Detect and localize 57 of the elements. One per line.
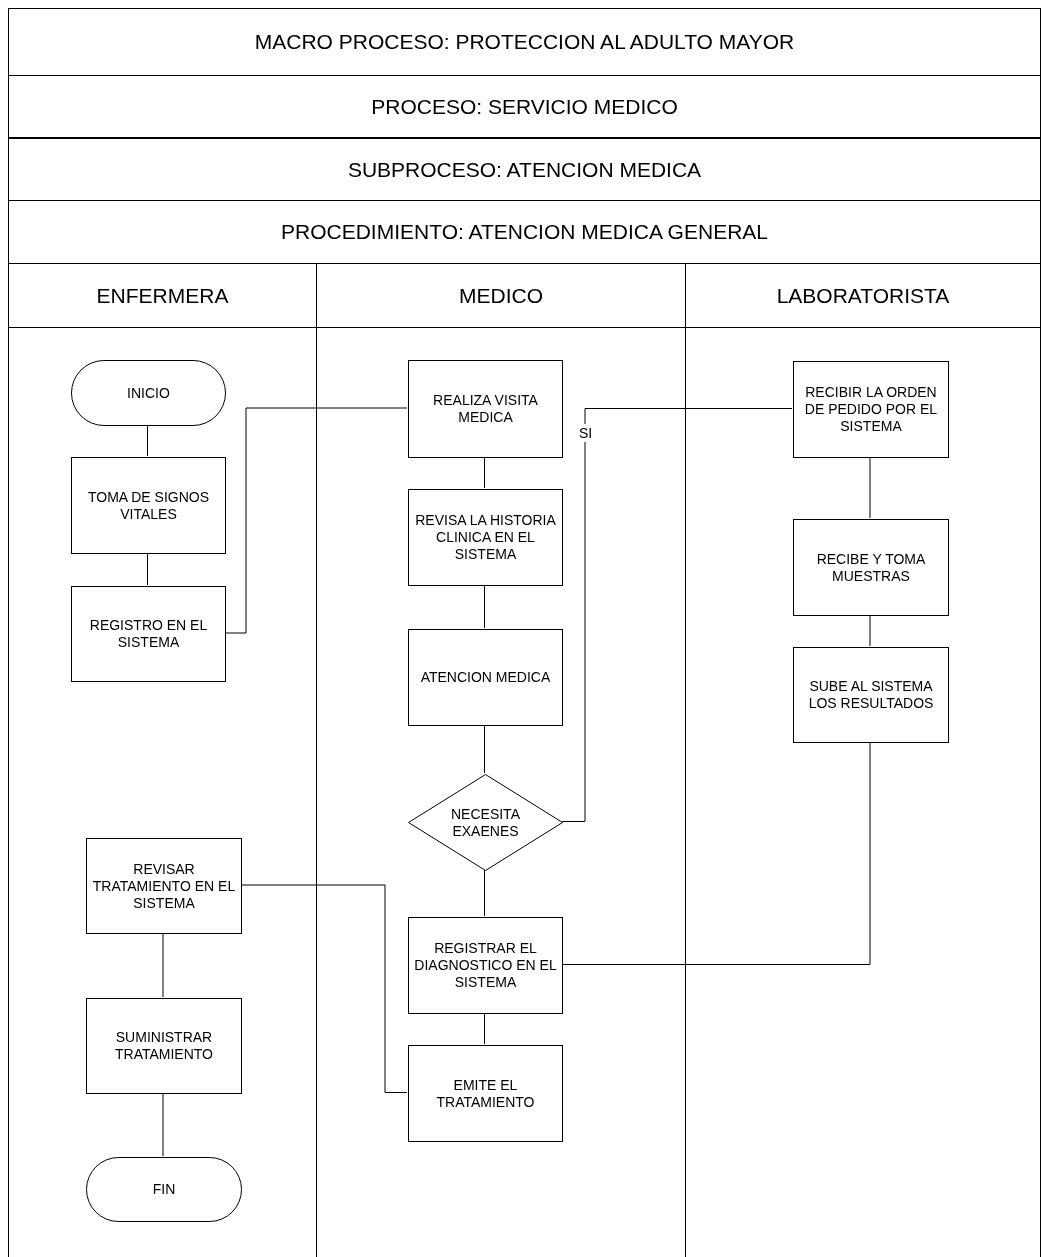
process-box <box>86 998 242 1094</box>
header-text: MACRO PROCESO: PROTECCION AL ADULTO MAYOR <box>254 30 795 54</box>
step-text: REVISA LA HISTORIA CLINICA EN EL SISTEMA <box>414 512 557 563</box>
connector-line <box>484 456 485 489</box>
connector-line <box>484 1012 485 1045</box>
process-box <box>408 360 563 458</box>
header-band <box>8 75 1041 138</box>
swimlane <box>685 263 1041 1257</box>
header-band <box>8 138 1041 201</box>
connector-line <box>869 614 871 647</box>
connector-line <box>561 408 793 822</box>
lane-header: MEDICO <box>317 264 685 328</box>
process-box <box>793 519 949 616</box>
edge-label: SI <box>579 424 593 442</box>
connector-line <box>162 932 164 998</box>
process-box <box>793 361 949 458</box>
step-text: NECESITA EXAENES <box>450 805 521 840</box>
decision-diamond <box>408 774 563 871</box>
step-text: REALIZA VISITA MEDICA <box>432 392 539 426</box>
step-text: EMITE EL TRATAMIENTO <box>435 1076 536 1111</box>
connector-line <box>484 584 485 629</box>
step-text: TOMA DE SIGNOS VITALES <box>86 488 211 523</box>
process-box <box>408 629 563 726</box>
step-text: INICIO <box>127 384 170 402</box>
connector-line <box>162 1092 164 1157</box>
process-box <box>793 647 949 743</box>
process-box <box>408 917 563 1014</box>
connector-line <box>869 456 871 519</box>
step-text: RECIBE Y TOMA MUESTRAS <box>815 550 927 585</box>
swimlane <box>8 263 317 1257</box>
header-text: PROCESO: SERVICIO MEDICO <box>371 94 678 119</box>
header-text: PROCEDIMIENTO: ATENCION MEDICA GENERAL <box>281 220 768 244</box>
step-text: SUBE AL SISTEMA LOS RESULTADOS <box>807 678 935 712</box>
step-text: SUMINISTRAR TRATAMIENTO <box>114 1029 214 1063</box>
connector-line <box>147 552 148 586</box>
step-text: ATENCION MEDICA <box>420 669 551 686</box>
step-text: FIN <box>152 1181 176 1198</box>
connector-line <box>484 724 485 774</box>
connector-line <box>224 407 408 634</box>
process-box <box>71 457 226 554</box>
connector-line <box>561 741 871 965</box>
process-box <box>86 838 242 934</box>
connector-line <box>240 884 408 1093</box>
step-text: RECIBIR LA ORDEN DE PEDIDO POR EL SISTEMA <box>803 384 939 435</box>
lane-header: ENFERMERA <box>9 264 316 328</box>
step-text: REGISTRO EN EL SISTEMA <box>88 617 209 651</box>
process-box <box>408 489 563 586</box>
connector-line <box>147 424 148 457</box>
header-band <box>8 200 1041 264</box>
step-text: REVISAR TRATAMIENTO EN EL SISTEMA <box>91 860 237 912</box>
step-text: REGISTRAR EL DIAGNOSTICO EN EL SISTEMA <box>413 940 558 991</box>
process-box <box>408 1045 563 1142</box>
lane-header: LABORATORISTA <box>686 264 1040 328</box>
header-band <box>8 8 1041 76</box>
header-text: SUBPROCESO: ATENCION MEDICA <box>347 157 702 182</box>
process-box <box>71 586 226 682</box>
connector-line <box>484 869 485 917</box>
